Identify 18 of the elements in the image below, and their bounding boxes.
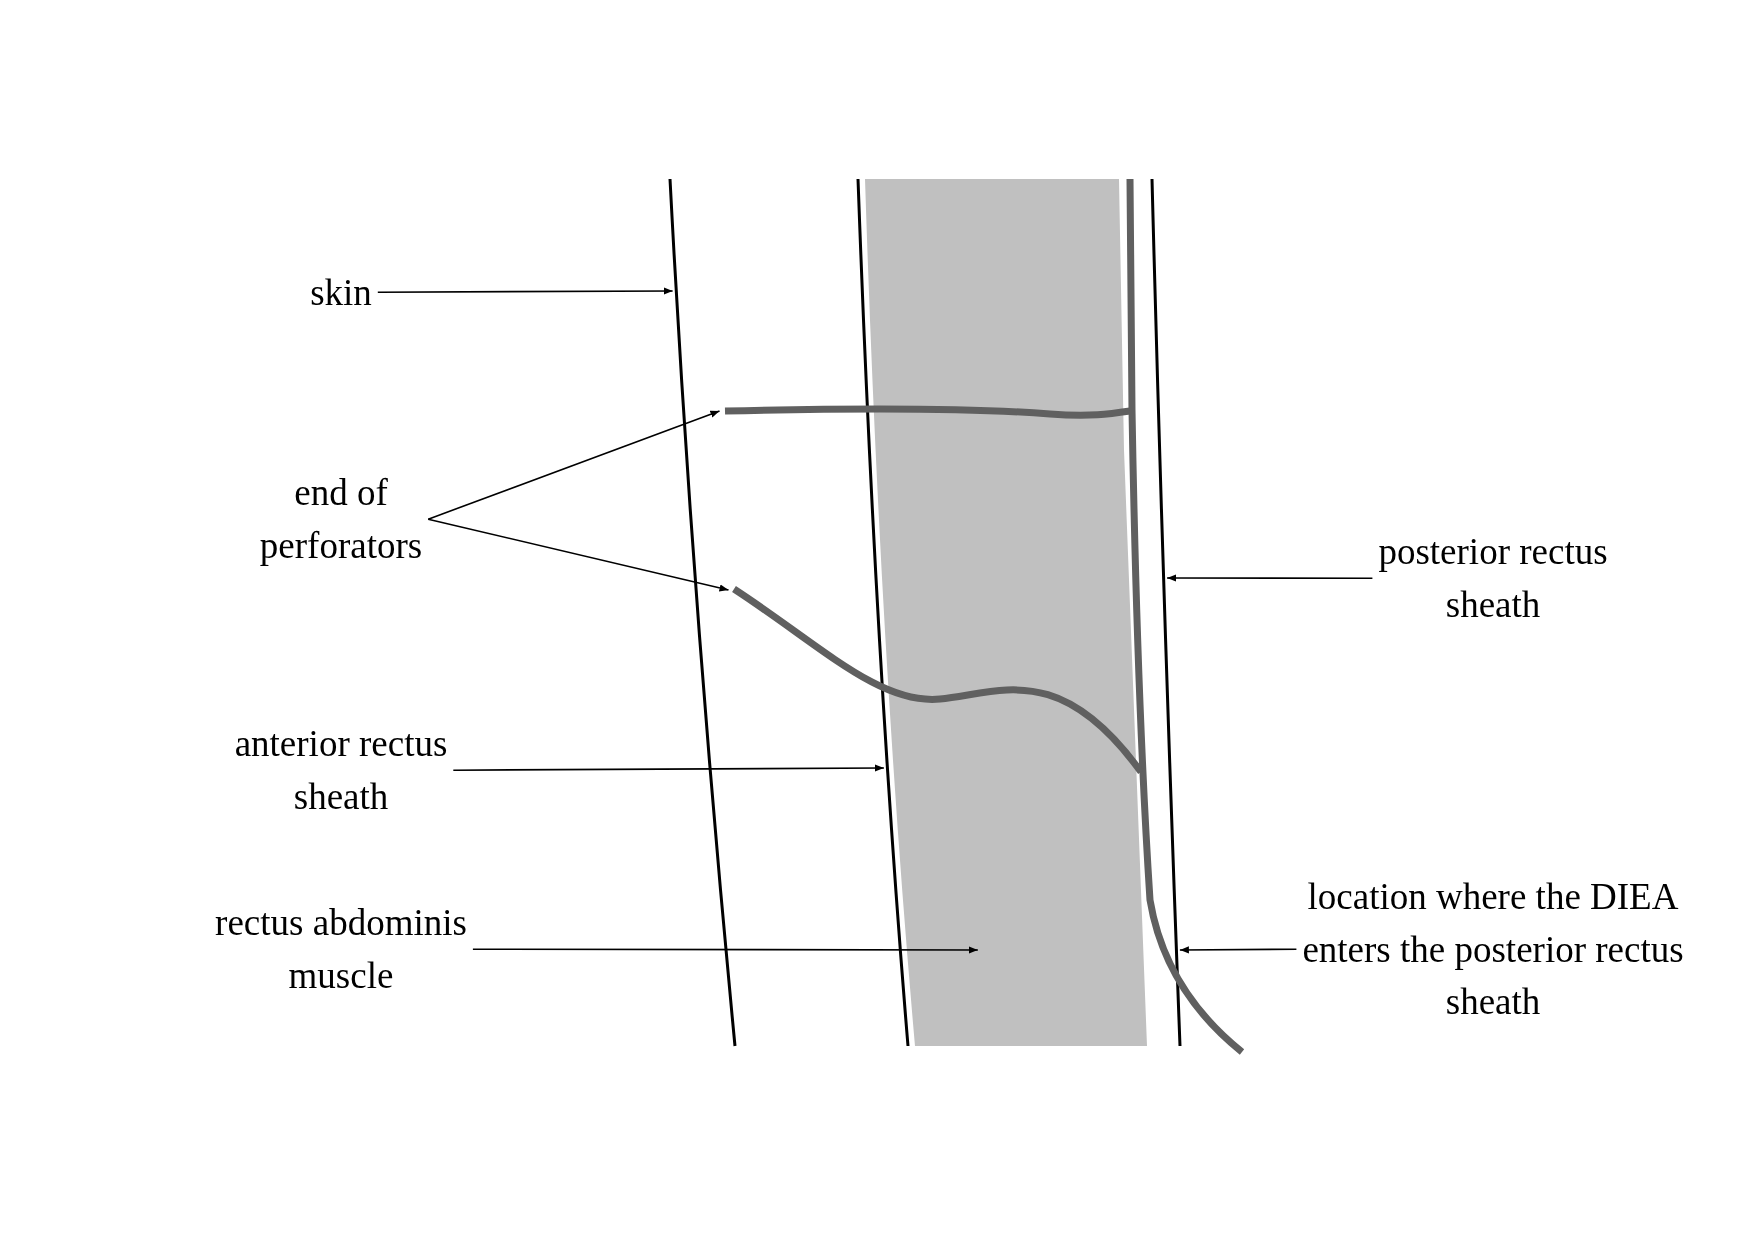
label-text: anterior rectus sheath	[223, 718, 459, 824]
leader-line	[427, 518, 730, 592]
label-text: skin	[241, 266, 441, 320]
leader-line	[452, 764, 885, 772]
perforator-vessel	[724, 405, 1131, 419]
muscle-band	[865, 179, 1147, 1046]
leader-line	[472, 946, 979, 954]
leader-line	[1166, 574, 1374, 582]
leader-line	[427, 410, 721, 520]
label-text: posterior rectus sheath	[1375, 526, 1611, 632]
fascia-line	[1150, 178, 1182, 1047]
label-text: end of perforators	[238, 467, 444, 573]
skin-line	[668, 178, 737, 1047]
leader-line	[377, 287, 674, 295]
fascia-line	[856, 178, 910, 1047]
label-text: rectus abdominis muscle	[186, 897, 496, 1003]
leader-line	[1179, 946, 1298, 954]
label-text: location where the DIEA enters the posterior rectus sheath	[1289, 871, 1697, 1029]
